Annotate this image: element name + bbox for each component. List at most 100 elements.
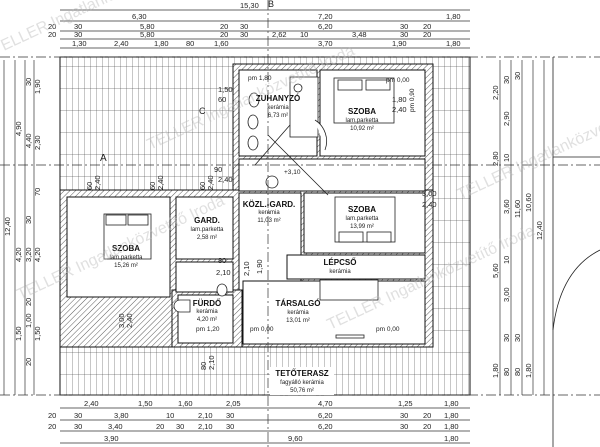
dim-label: 60: [218, 95, 226, 104]
room-name: FÜRDŐ: [193, 299, 221, 308]
dim-label: 10,60: [524, 193, 533, 212]
bottom-dimensions: 2,40 1,50 1,60 2,05 4,70 1,25 1,80 20 30…: [48, 399, 459, 443]
dim-label: 2,40: [422, 200, 437, 209]
dim-label: 60: [198, 182, 207, 190]
dim-label: 30: [74, 422, 82, 431]
dim-label: 10: [502, 154, 511, 162]
dim-label: 60: [148, 182, 157, 190]
room-area: 10,92 m²: [350, 126, 374, 132]
dim-label: 1,60: [178, 399, 193, 408]
dim-label: 1,50: [138, 399, 153, 408]
dim-label: 2,10: [216, 268, 231, 277]
room-area: 4,20 m²: [197, 317, 217, 323]
dim-label: 1,25: [398, 399, 413, 408]
dim-label: 4,20: [33, 247, 42, 262]
level-label: +3,10: [284, 169, 301, 176]
dim-label: 2,90: [502, 111, 511, 126]
room-area: 11,03 m²: [257, 218, 280, 224]
dim-label: 2,40: [84, 399, 99, 408]
dim-label: 80: [513, 368, 522, 376]
dim-label: 2,20: [491, 85, 500, 100]
dim-label: 2,80: [491, 151, 500, 166]
dim-label: 1,80: [444, 422, 459, 431]
dim-label: 1,90: [392, 39, 407, 48]
watermark-text: TELLER Ingatlanközvetítő Iroda: [455, 92, 600, 203]
watermark-text: TELLER Ingatlanközvetítő Iroda: [0, 0, 202, 59]
dim-label: 20: [423, 411, 431, 420]
room-name: LÉPCSŐ: [324, 258, 357, 267]
dim-label: 2,10: [242, 261, 251, 276]
dim-label: 80: [502, 368, 511, 376]
dim-label: 20: [24, 358, 33, 366]
dim-label: 20: [24, 298, 33, 306]
dim-label: 5,60: [491, 263, 500, 278]
dim-label: 2,40: [218, 175, 233, 184]
dim-label: 3,40: [108, 422, 123, 431]
parapet-label: pm 1,80: [248, 75, 272, 82]
dim-label: 30: [176, 422, 184, 431]
dim-label: 1,00: [24, 313, 33, 328]
dim-label: 4,20: [14, 247, 23, 262]
dim-label: 6,20: [318, 411, 333, 420]
dim-label: 3,00: [502, 287, 511, 302]
room-name: SZOBA: [112, 244, 140, 253]
dim-label: 30: [226, 422, 234, 431]
room-gard: GARD. lam.parketta 2,58 m²: [190, 216, 224, 241]
dim-label: 1,50: [14, 326, 23, 341]
room-name: TÁRSALGÓ: [276, 299, 321, 308]
dim-label: 2,62: [272, 30, 287, 39]
room-tetoterasz: TETŐTERASZ fagyálló kerámia 50,76 m²: [270, 367, 334, 395]
room-name: GARD.: [194, 216, 220, 225]
room-floor: lam.parketta: [109, 255, 143, 261]
right-dimensions: 2,20 2,80 5,60 1,80 30 2,90 10 3,60 10 3…: [491, 72, 544, 378]
dim-label: 1,80: [444, 399, 459, 408]
dim-label: 15,30: [240, 1, 259, 10]
dim-label: 2,40: [156, 175, 165, 190]
room-name: KÖZL.-GARD.: [243, 200, 295, 209]
dim-label: 10: [300, 30, 308, 39]
neighbour-outline: [552, 57, 600, 447]
dim-label: 30: [74, 22, 82, 31]
furniture: [103, 76, 396, 339]
dim-label: 30: [240, 30, 248, 39]
room-floor: kerámia: [258, 210, 280, 216]
dim-label: 11,60: [513, 200, 522, 218]
dim-label: 6,30: [132, 12, 147, 21]
room-floor: kerámia: [196, 309, 218, 315]
dim-label: 2,10: [198, 411, 213, 420]
room-floor: fagyálló kerámia: [280, 380, 324, 386]
dim-label: 2,40: [114, 39, 129, 48]
dim-label: 1,30: [72, 39, 87, 48]
parapet-label: pm 0,00: [386, 77, 410, 84]
room-area: 50,76 m²: [290, 388, 314, 394]
room-name: SZOBA: [348, 205, 376, 214]
dim-label: 9,60: [288, 434, 303, 443]
room-area: 13,99 m²: [350, 224, 374, 230]
dim-label: 10: [166, 411, 174, 420]
dim-label: 1,80: [491, 363, 500, 378]
dim-label: 1,50: [218, 85, 233, 94]
dim-label: 20: [220, 30, 228, 39]
dim-label: 3,00: [117, 313, 126, 328]
dim-label: 30: [400, 422, 408, 431]
dim-label: 30: [400, 22, 408, 31]
left-dimensions: 12,40 4,90 4,20 1,50 30 4,40 30 3,20 20 …: [3, 78, 42, 366]
dim-label: 3,90: [104, 434, 119, 443]
dim-label: 2,40: [125, 313, 134, 328]
dim-label: 1,80: [444, 434, 459, 443]
dim-label: 2,10: [207, 355, 216, 370]
dim-label: 4,40: [24, 133, 33, 148]
room-szoba-3: SZOBA lam.parketta 15,26 m²: [109, 244, 143, 269]
room-lepcso: LÉPCSŐ kerámia: [324, 258, 357, 275]
dim-label: 30: [24, 216, 33, 224]
dim-label: 20: [156, 422, 164, 431]
room-szoba-2: SZOBA lam.parketta 13,99 m²: [345, 205, 379, 230]
room-floor: lam.parketta: [190, 227, 224, 233]
dim-label: 2,10: [198, 422, 213, 431]
room-name: SZOBA: [348, 107, 376, 116]
room-area: 13,01 m²: [286, 318, 310, 324]
dim-label: 2,40: [93, 175, 102, 190]
dim-label: 7,20: [318, 12, 333, 21]
dim-label: 90: [214, 165, 222, 174]
